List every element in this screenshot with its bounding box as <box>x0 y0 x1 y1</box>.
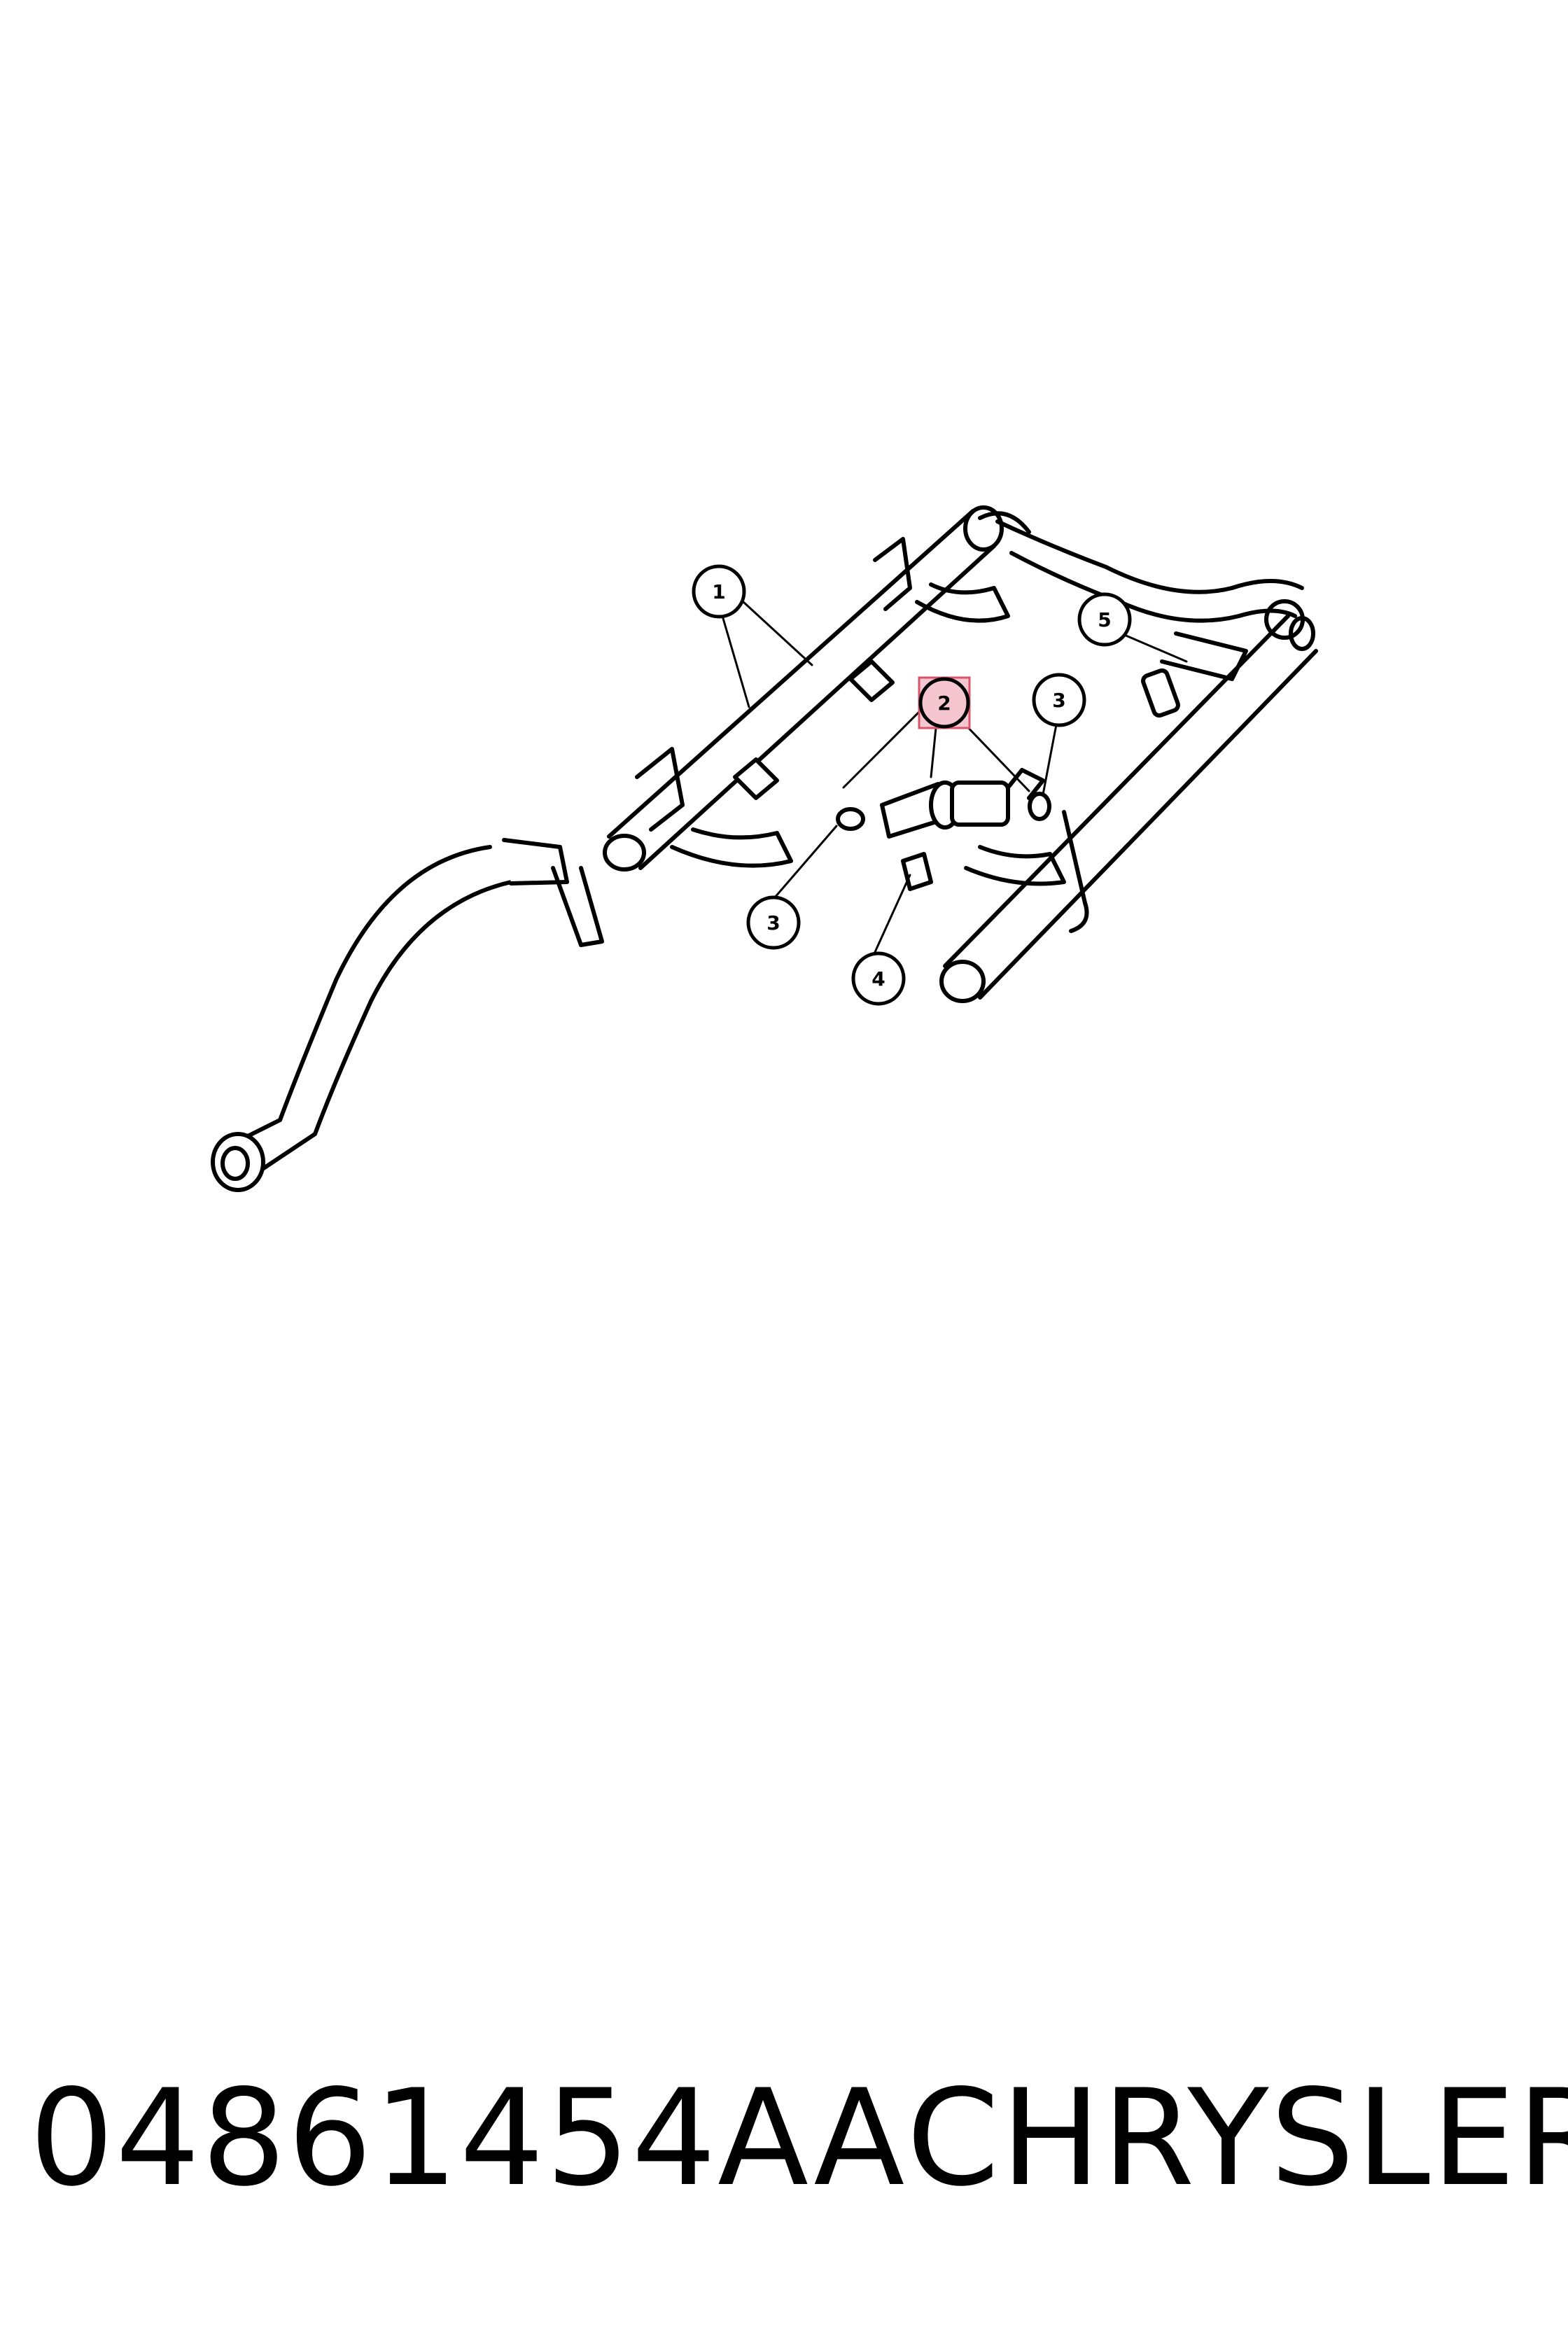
callout-5[interactable]: 5 <box>1077 592 1132 647</box>
part-number: 04861454AA <box>29 2061 906 2216</box>
svg-text:2: 2 <box>937 692 951 715</box>
crossover-tube <box>995 519 1304 623</box>
svg-text:5: 5 <box>1098 608 1111 631</box>
svg-text:4: 4 <box>872 967 885 990</box>
fuel-supply-hose <box>211 838 604 1192</box>
callout-3-upper[interactable]: 3 <box>1032 673 1086 727</box>
svg-text:3: 3 <box>766 911 780 934</box>
brand-name: CHRYSLER <box>906 2061 1568 2216</box>
fuel-injector <box>836 768 1051 891</box>
left-fuel-rail <box>603 505 1031 872</box>
right-fuel-rail <box>939 599 1318 1003</box>
svg-text:1: 1 <box>712 580 725 603</box>
callout-2[interactable]: 2 <box>918 677 970 729</box>
svg-text:3: 3 <box>1052 689 1065 712</box>
callout-3-lower[interactable]: 3 <box>746 895 801 950</box>
callout-1[interactable]: 1 <box>692 564 746 619</box>
callout-4[interactable]: 4 <box>851 951 906 1006</box>
leader-lines <box>721 601 1188 953</box>
footer: 04861454AA CHRYSLER <box>0 2058 1568 2240</box>
